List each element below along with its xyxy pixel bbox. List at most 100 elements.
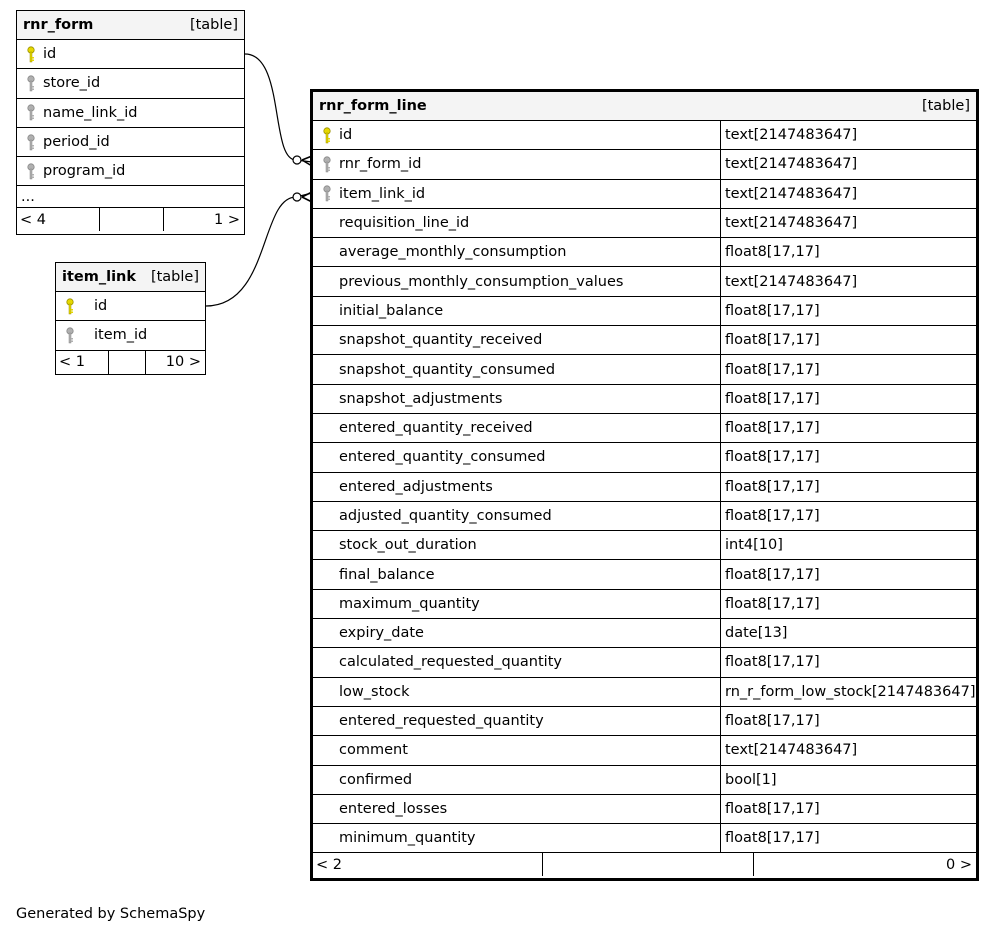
foreign-key-icon [317,156,337,173]
column-type: date[13] [725,625,788,642]
column-name: period_id [43,134,110,151]
column-name-cell: item_link_id [313,179,721,208]
column-type: float8[17,17] [725,508,820,524]
column-row[interactable]: id [56,292,205,322]
column-type: float8[17,17] [725,830,820,847]
column-row[interactable]: snapshot_quantity_consumed float8[17,17] [313,355,976,385]
column-name: stock_out_duration [339,537,477,554]
column-name: average_monthly_consumption [339,244,567,261]
column-name-cell: initial_balance [313,296,721,326]
column-type: float8[17,17] [725,361,820,378]
edge-rnr-form-optional-marker [292,155,302,165]
column-name: snapshot_quantity_consumed [339,361,556,378]
column-name: rnr_form_id [339,156,422,173]
column-name: store_id [43,75,101,92]
table-kind: [table] [921,98,970,114]
foreign-key-icon [60,327,80,344]
column-name-cell: entered_losses [313,794,721,824]
column-row[interactable]: minimum_quantity float8[17,17] [313,824,976,854]
column-name: adjusted_quantity_consumed [339,508,552,524]
column-type: float8[17,17] [725,800,820,817]
column-row[interactable]: period_id [17,128,244,158]
footer-spacer [108,350,145,374]
column-name-cell: entered_requested_quantity [313,706,721,736]
column-name-cell: rnr_form_id [313,150,721,179]
column-name-cell: adjusted_quantity_consumed [313,501,721,531]
column-name: item_id [94,327,148,344]
column-name-cell: calculated_requested_quantity [313,648,721,677]
column-row[interactable]: entered_requested_quantity float8[17,17] [313,706,976,737]
column-name: id [43,46,57,63]
foreign-key-icon [21,133,41,151]
column-name-cell: previous_monthly_consumption_values [313,267,721,296]
edge-rnr-form-to-line [244,53,313,163]
column-row[interactable]: store_id [17,69,244,99]
column-row[interactable]: adjusted_quantity_consumed float8[17,17] [313,501,976,532]
column-row[interactable]: program_id [17,157,244,187]
column-type: float8[17,17] [725,449,820,466]
column-name: program_id [43,163,126,180]
column-name: entered_requested_quantity [339,713,544,730]
foreign-key-icon [317,185,337,202]
column-type: float8[17,17] [725,713,820,730]
column-type: float8[17,17] [725,332,820,349]
parents-count: < 2 [316,856,342,873]
column-row[interactable]: expiry_date date[13] [313,619,976,649]
children-count: 1 > [163,208,244,232]
column-name-cell: expiry_date [313,619,721,648]
column-row[interactable]: id [17,40,244,70]
column-name: confirmed [339,771,413,788]
parents-count: < 4 [20,211,46,228]
column-name-cell: snapshot_adjustments [313,384,721,413]
children-count: 10 > [145,350,205,374]
footer-spacer [99,208,163,232]
column-name: expiry_date [339,625,424,642]
children-count: 0 > [753,853,976,877]
column-name: maximum_quantity [339,595,480,612]
column-name-cell: low_stock [313,677,721,706]
table-kind: [table] [150,269,199,285]
primary-key-icon [21,46,41,63]
footer-spacer [542,853,753,877]
column-name: snapshot_adjustments [339,390,503,407]
column-row[interactable]: item_id [56,321,205,351]
table-footer: < 4 1 > [17,208,244,232]
column-name-cell: confirmed [313,765,721,794]
column-name-cell: entered_quantity_received [313,413,721,443]
edge-item-link-to-line [205,192,313,307]
foreign-key-icon [21,75,41,92]
table-kind: [table] [189,17,238,33]
parents-count: < 1 [59,354,85,371]
more-columns: ... [17,186,244,209]
table-header: rnr_form_line [table] [313,92,976,121]
column-row[interactable]: name_link_id [17,99,244,128]
column-name: item_link_id [339,185,426,202]
column-name: entered_quantity_received [339,420,533,437]
column-name: previous_monthly_consumption_values [339,273,624,290]
column-name: minimum_quantity [339,830,476,847]
